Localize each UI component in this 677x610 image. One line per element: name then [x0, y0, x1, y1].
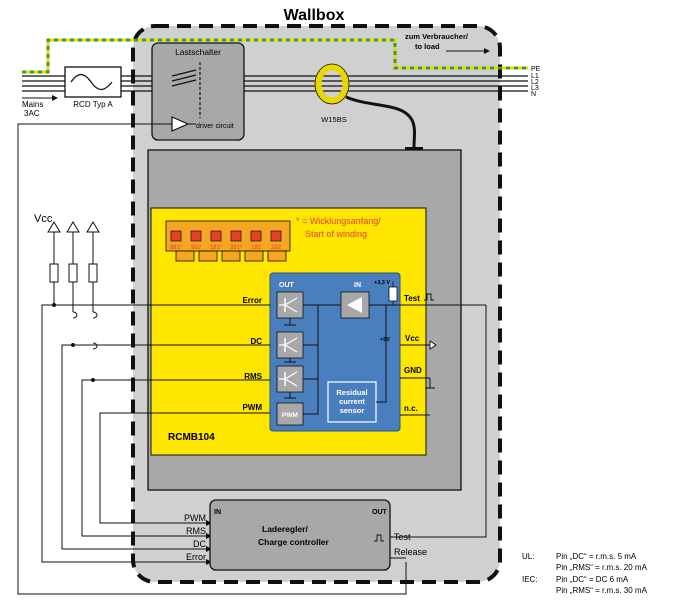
pin-label: 281*: [230, 245, 243, 251]
v5-label: +5V: [380, 337, 390, 343]
v33-label: +3,3 V: [374, 280, 390, 286]
mains-label-2: 3AC: [24, 109, 40, 118]
pwm-block-label: PWM: [282, 412, 298, 419]
mains-label: Mains: [22, 100, 43, 109]
rcs-label-3: sensor: [340, 406, 365, 415]
phase-label-n: N: [531, 91, 536, 98]
signal-junction-dots: [52, 303, 95, 382]
out-label: OUT: [279, 282, 295, 289]
driver-circuit-label: driver circuit: [196, 123, 234, 130]
notes-iec-line-2: Pin „RMS“ = r.m.s. 30 mA: [556, 586, 648, 595]
rcd-label: RCD Typ A: [73, 100, 113, 109]
right-pin-lines: [394, 304, 486, 416]
module-pin-pwm: PWM: [242, 403, 262, 412]
controller-input-rms: RMS: [186, 526, 206, 536]
connector-pin-labels: 881* 882 181* 281* 182 282: [170, 245, 282, 251]
controller-input-error: Error: [186, 552, 206, 562]
pe-conductor: [22, 38, 528, 74]
mains-arrow: [22, 95, 58, 101]
pin-label: 882: [191, 245, 202, 251]
in-label: IN: [354, 282, 361, 289]
controller-output-release: Release: [394, 547, 427, 557]
to-load-label: zum Verbraucher/: [405, 32, 469, 41]
notes-ul-line-2: Pin „RMS“ = r.m.s. 20 mA: [556, 563, 648, 572]
rcd-symbol: [70, 73, 113, 91]
output-transistor-dc: [276, 331, 304, 359]
contactor-title: Lastschalter: [175, 47, 221, 57]
rcmb104-label: RCMB104: [168, 432, 215, 443]
to-load-label-2: to load: [415, 42, 440, 51]
controller-test-pulse-icon: [374, 534, 384, 542]
phase-labels: PE L1 L2 L3 N: [531, 66, 541, 98]
controller-out-label: OUT: [372, 509, 388, 516]
controller-in-label: IN: [214, 509, 221, 516]
wallbox-title: Wallbox: [284, 7, 345, 24]
pin-vcc-label: Vcc: [405, 334, 420, 343]
pin-gnd-label: GND: [404, 366, 422, 375]
pin-test-label: Test: [404, 294, 420, 303]
rcs-label-2: current: [339, 397, 365, 406]
vcc-arrow-icon: [429, 340, 437, 350]
controller-input-arrows: [206, 520, 212, 565]
notes-ul-line-1: Pin „DC“ = r.m.s. 5 mA: [556, 552, 637, 561]
ground-icon: [425, 378, 435, 389]
phase-label-l2: L2: [531, 79, 539, 86]
signal-wiring: [17, 123, 487, 595]
controller-title-2: Charge controller: [258, 537, 330, 547]
winding-note-2: Start of winding: [305, 229, 367, 239]
rcd-breaker: [64, 66, 122, 98]
notes-iec-line-1: Pin „DC“ = DC 6 mA: [556, 575, 629, 584]
contactor-switch-icon: [171, 62, 201, 118]
pin-label: 282: [271, 245, 282, 251]
vcc-pullups: [47, 221, 100, 305]
input-buffer-icon: [347, 297, 362, 313]
output-transistor-error: [276, 291, 304, 319]
pin-label: 881*: [170, 245, 183, 251]
w15bs-toroid: [314, 63, 350, 105]
winding-note: * = Wicklungsanfang/: [296, 216, 381, 226]
module-pin-error: Error: [242, 296, 262, 305]
internal-wiring: [284, 304, 394, 415]
residual-current-sensor: [327, 381, 377, 423]
phase-label-pe: PE: [531, 66, 541, 73]
controller-title: Laderegler/: [262, 524, 308, 534]
to-load-arrow: [446, 48, 490, 54]
notes-iec-label: IEC:: [522, 575, 538, 584]
rcs-label-1: Residual: [336, 388, 367, 397]
sensor-connector: [165, 220, 291, 262]
w15bs-label: W15BS: [321, 115, 346, 124]
charge-controller: [209, 499, 391, 571]
vcc-label: Vcc: [34, 213, 53, 225]
pin-label: 182: [251, 245, 262, 251]
pullup-resistor: [388, 286, 398, 302]
phase-label-l3: L3: [531, 85, 539, 92]
pin-label: 181*: [210, 245, 223, 251]
controller-input-pwm: PWM: [184, 513, 206, 523]
output-transistor-rms: [276, 365, 304, 393]
notes-ul-label: UL:: [522, 552, 534, 561]
controller-output-test: Test: [394, 532, 411, 542]
sensor-cable: [345, 95, 416, 148]
module-pin-dc: DC: [250, 337, 262, 346]
pin-nc-label: n.c.: [404, 404, 418, 413]
test-pulse-icon: [424, 293, 434, 301]
phase-label-l1: L1: [531, 73, 539, 80]
controller-input-dc: DC: [193, 539, 206, 549]
module-pin-rms: RMS: [244, 372, 262, 381]
contactor-box: [151, 42, 245, 141]
